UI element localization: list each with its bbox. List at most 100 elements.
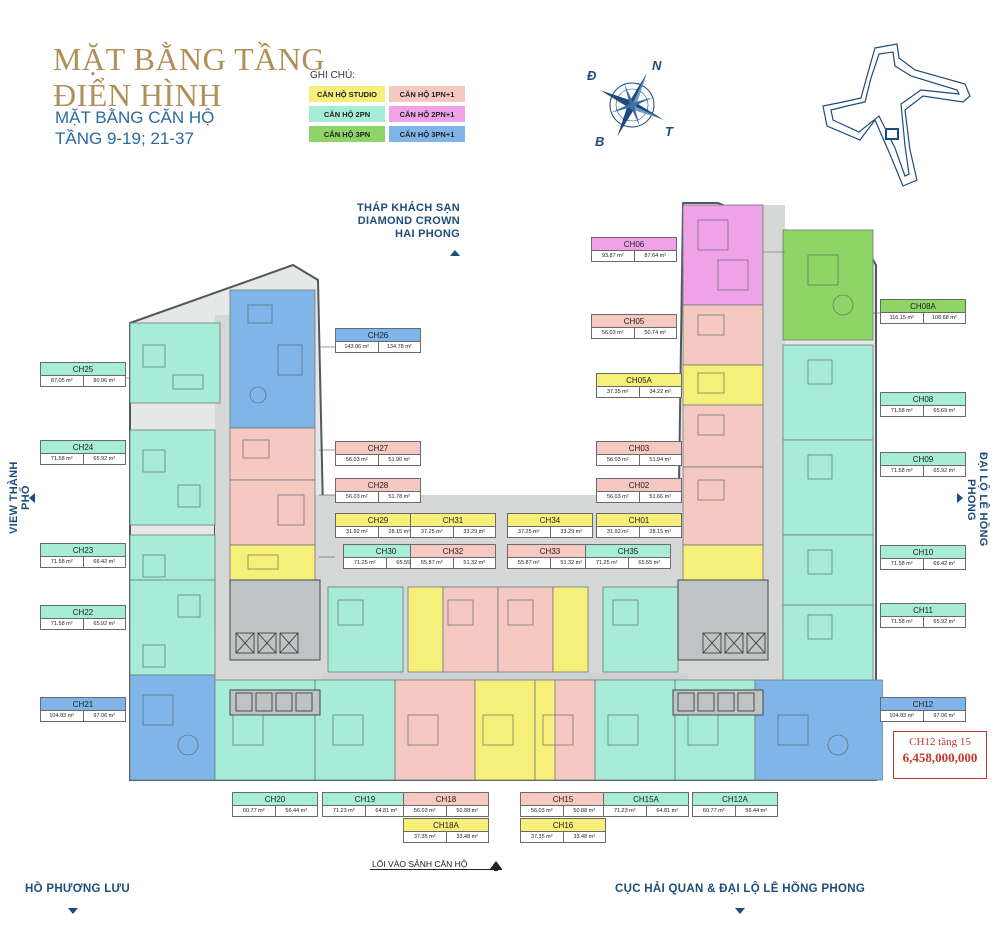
unit-area-gross: 56.03 m² <box>336 455 379 465</box>
unit-area-net: 80.96 m² <box>93 378 116 384</box>
unit-area-gross: 104.83 m² <box>881 711 924 721</box>
unit-code: CH25 <box>41 363 125 375</box>
right-direction-label: ĐẠI LỘ LÊ HỒNG PHONG <box>965 452 989 547</box>
unit-code: CH30 <box>344 545 428 557</box>
floor-plan <box>108 195 888 785</box>
unit-code: CH33 <box>508 545 592 557</box>
unit-area-gross: 55.87 m² <box>508 558 551 568</box>
unit-area-gross: 87.05 m² <box>41 376 84 386</box>
unit-label-ch10[interactable]: CH10 71.58 m² 66.42 m² <box>880 545 966 570</box>
unit-area-net: 65.69 m² <box>933 408 956 414</box>
unit-area-net: 28.15 m² <box>388 529 411 535</box>
unit-area-net: 56.44 m² <box>745 808 768 814</box>
unit-area-gross: 56.03 m² <box>592 328 635 338</box>
unit-area-net: 51.78 m² <box>388 494 411 500</box>
arrow-down-right-icon <box>735 908 745 914</box>
compass-north-label: N <box>652 58 662 73</box>
unit-area-gross: 60.77 m² <box>233 806 276 816</box>
legend-item-2pn1: CĂN HỘ 2PN+1 <box>389 106 465 122</box>
unit-area-gross: 71.58 m² <box>881 559 924 569</box>
unit-label-ch25[interactable]: CH25 87.05 m² 80.96 m² <box>40 362 126 387</box>
unit-code: CH15 <box>521 793 605 805</box>
unit-area-gross: 71.58 m² <box>41 454 84 464</box>
page-title-line2: ĐIỂN HÌNH <box>53 77 222 113</box>
unit-code: CH26 <box>336 329 420 341</box>
unit-code: CH02 <box>597 479 681 491</box>
entrance-label: LỐI VÀO SẢNH CĂN HỘ <box>372 859 468 869</box>
unit-code: CH06 <box>592 238 676 250</box>
unit-area-net: 28.15 m² <box>649 529 672 535</box>
unit-code: CH03 <box>597 442 681 454</box>
top-direction-line1: THÁP KHÁCH SẠN <box>356 202 460 214</box>
arrow-right-icon <box>957 493 963 503</box>
unit-area-net: 50.88 m² <box>573 808 596 814</box>
unit-label-ch12[interactable]: CH12 104.83 m² 97.06 m² <box>880 697 966 722</box>
top-direction-line2: DIAMOND CROWN <box>357 215 460 227</box>
legend: CĂN HỘ STUDIO CĂN HỘ 1PN+1 CĂN HỘ 2PN CĂ… <box>309 86 471 142</box>
legend-item-3pn1: CĂN HỘ 3PN+1 <box>389 126 465 142</box>
price-callout: CH12 tầng 15 6,458,000,000 <box>893 731 987 779</box>
unit-label-ch21[interactable]: CH21 104.83 m² 97.06 m² <box>40 697 126 722</box>
unit-area-gross: 31.92 m² <box>336 527 379 537</box>
entrance-arrow-icon <box>490 860 502 871</box>
unit-code: CH34 <box>508 514 592 526</box>
unit-code: CH12 <box>881 698 965 710</box>
legend-heading: GHI CHÚ: <box>310 70 355 81</box>
unit-code: CH05 <box>592 315 676 327</box>
unit-code: CH27 <box>336 442 420 454</box>
unit-code: CH16 <box>521 819 605 831</box>
unit-area-gross: 143.06 m² <box>336 342 379 352</box>
unit-area-net: 33.48 m² <box>573 834 596 840</box>
unit-area-net: 97.06 m² <box>93 713 116 719</box>
unit-area-gross: 55.87 m² <box>411 558 454 568</box>
unit-code: CH32 <box>411 545 495 557</box>
unit-area-gross: 37.35 m² <box>597 387 640 397</box>
unit-code: CH09 <box>881 453 965 465</box>
unit-code: CH15A <box>604 793 688 805</box>
unit-code: CH35 <box>586 545 670 557</box>
arrow-down-left-icon <box>68 908 78 914</box>
unit-area-gross: 71.58 m² <box>881 466 924 476</box>
unit-area-net: 66.42 m² <box>933 561 956 567</box>
unit-code: CH10 <box>881 546 965 558</box>
unit-area-net: 97.06 m² <box>933 713 956 719</box>
bottom-right-direction-label: CỤC HẢI QUAN & ĐẠI LỘ LÊ HỒNG PHONG <box>615 883 866 895</box>
unit-code: CH21 <box>41 698 125 710</box>
unit-area-gross: 104.83 m² <box>41 711 84 721</box>
top-direction-label: THÁP KHÁCH SẠN DIAMOND CROWN HAI PHONG <box>355 202 460 241</box>
legend-item-2pn: CĂN HỘ 2PN <box>309 106 385 122</box>
unit-area-net: 33.29 m² <box>463 529 486 535</box>
unit-code: CH18 <box>404 793 488 805</box>
unit-area-net: 51.66 m² <box>649 494 672 500</box>
